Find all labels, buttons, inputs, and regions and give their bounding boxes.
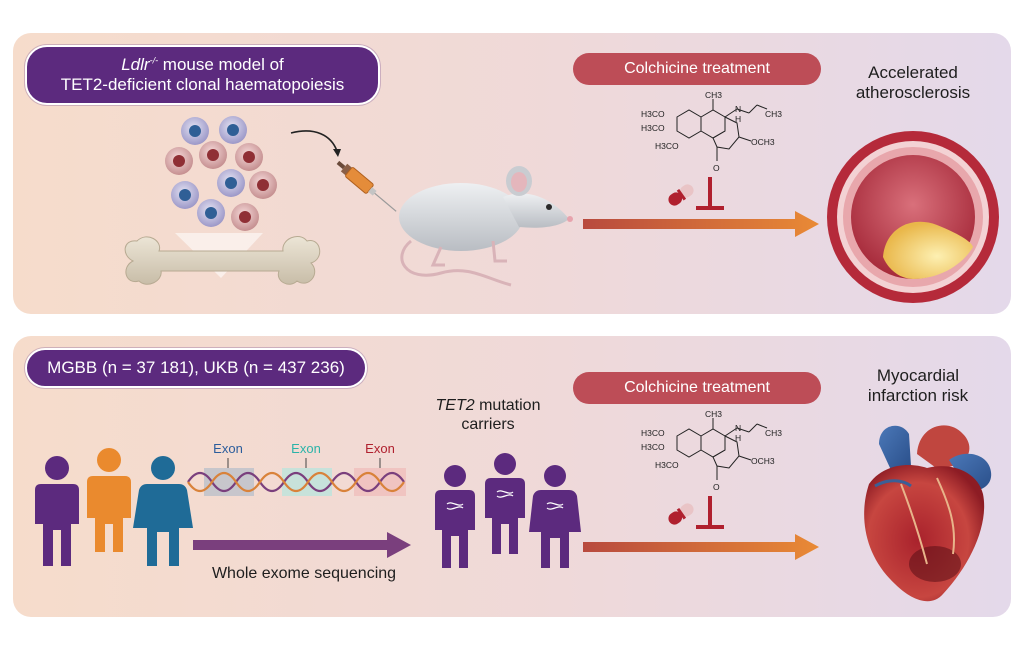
myocardial-infarction-risk-label: Myocardial infarction risk — [843, 366, 993, 407]
person-icon — [87, 448, 131, 552]
heart-illustration — [864, 425, 992, 602]
carriers-line1-rest: mutation — [474, 397, 541, 414]
blue-cell — [217, 169, 245, 197]
outcome-line1: Myocardial — [876, 366, 960, 385]
syringe-injection-illustration — [290, 130, 397, 212]
hydrogen-label: H — [735, 114, 741, 124]
syringe-icon — [336, 160, 397, 212]
pink-cell — [165, 147, 193, 175]
methyl-label: CH3 — [765, 109, 782, 119]
accelerated-atherosclerosis-label: Accelerated atherosclerosis — [833, 63, 993, 104]
person-icon — [133, 456, 193, 566]
drug-inhibition-symbol — [668, 177, 724, 210]
artery-cross-section-illustration — [827, 131, 999, 303]
methyl-label: CH3 — [765, 428, 782, 438]
capsule-icon — [668, 503, 694, 525]
exon-label-1: Exon — [213, 441, 243, 456]
femur-bone — [124, 236, 321, 285]
methoxy-label: H3CO — [655, 141, 679, 151]
title-line2: TET2-deficient clonal haematopoiesis — [60, 75, 345, 94]
pink-cell — [235, 143, 263, 171]
hydrogen-label: H — [735, 433, 741, 443]
colchicine-molecule: H3CO H3CO H3CO CH3 N H CH3 OCH3 O — [641, 90, 782, 173]
person-icon — [35, 456, 79, 566]
methoxy-label: H3CO — [641, 123, 665, 133]
blue-cell — [219, 116, 247, 144]
bone-marrow-cells-illustration — [124, 116, 321, 285]
person-icon — [485, 453, 525, 554]
treatment-arrow — [583, 211, 819, 237]
oxygen-label: O — [713, 482, 720, 492]
whole-exome-sequencing-label: Whole exome sequencing — [211, 565, 397, 582]
person-icon — [435, 465, 475, 568]
cohort-label: MGBB (n = 37 181), UKB (n = 437 236) — [25, 348, 367, 388]
methoxy-och3-label: OCH3 — [751, 137, 775, 147]
mutation-carriers-illustration — [435, 453, 581, 568]
carriers-line2: carriers — [461, 416, 515, 434]
ldlr-gene-label: Ldlr — [121, 54, 150, 74]
plaque — [883, 221, 973, 279]
ldlr-superscript: -/- — [149, 55, 159, 66]
capsule-icon — [668, 184, 694, 206]
dna-strand-illustration — [187, 458, 406, 496]
outcome-line2: atherosclerosis — [855, 83, 971, 103]
blue-cell — [197, 199, 225, 227]
inhibition-icon — [696, 496, 724, 529]
exon-label-2: Exon — [291, 441, 321, 456]
curved-arrow-icon — [290, 130, 338, 152]
person-icon — [529, 465, 581, 568]
blue-cell — [171, 181, 199, 209]
methyl-label: CH3 — [705, 90, 722, 100]
methoxy-och3-label: OCH3 — [751, 456, 775, 466]
treatment-arrow-2 — [583, 534, 819, 560]
methoxy-label: H3CO — [641, 109, 665, 119]
tet2-gene-label: TET2 — [435, 397, 475, 414]
bottom-panel: MGBB (n = 37 181), UKB (n = 437 236) Exo… — [13, 336, 1011, 617]
title-line1-rest: mouse model of — [158, 54, 284, 74]
dna-icon — [446, 490, 564, 510]
inhibition-icon — [696, 177, 724, 210]
nitrogen-label: N — [735, 104, 741, 114]
pink-cell — [199, 141, 227, 169]
oxygen-label: O — [713, 163, 720, 173]
colchicine-treatment-label: Colchicine treatment — [573, 53, 821, 85]
methoxy-label: H3CO — [641, 428, 665, 438]
pink-cell — [231, 203, 259, 231]
nitrogen-label: N — [735, 423, 741, 433]
methyl-label: CH3 — [705, 409, 722, 419]
sequencing-arrow — [193, 532, 411, 558]
mouse-model-title: Ldlr-/- mouse model of TET2-deficient cl… — [25, 45, 380, 105]
colchicine-molecule: H3CO H3CO H3CO CH3 N H CH3 OCH3 O — [641, 409, 782, 492]
blue-cell — [181, 117, 209, 145]
mouse-illustration — [399, 166, 573, 287]
exon-label-3: Exon — [365, 441, 395, 456]
top-panel: Ldlr-/- mouse model of TET2-deficient cl… — [13, 33, 1011, 314]
drug-inhibition-symbol — [668, 496, 724, 529]
pink-cell — [249, 171, 277, 199]
outcome-line1: Accelerated — [868, 63, 958, 82]
outcome-line2: infarction risk — [867, 386, 969, 406]
methoxy-label: H3CO — [655, 460, 679, 470]
tet2-carriers-label: TET2 mutation carriers — [413, 396, 563, 434]
colchicine-treatment-label-2: Colchicine treatment — [573, 372, 821, 404]
population-people-illustration — [35, 448, 193, 566]
methoxy-label: H3CO — [641, 442, 665, 452]
